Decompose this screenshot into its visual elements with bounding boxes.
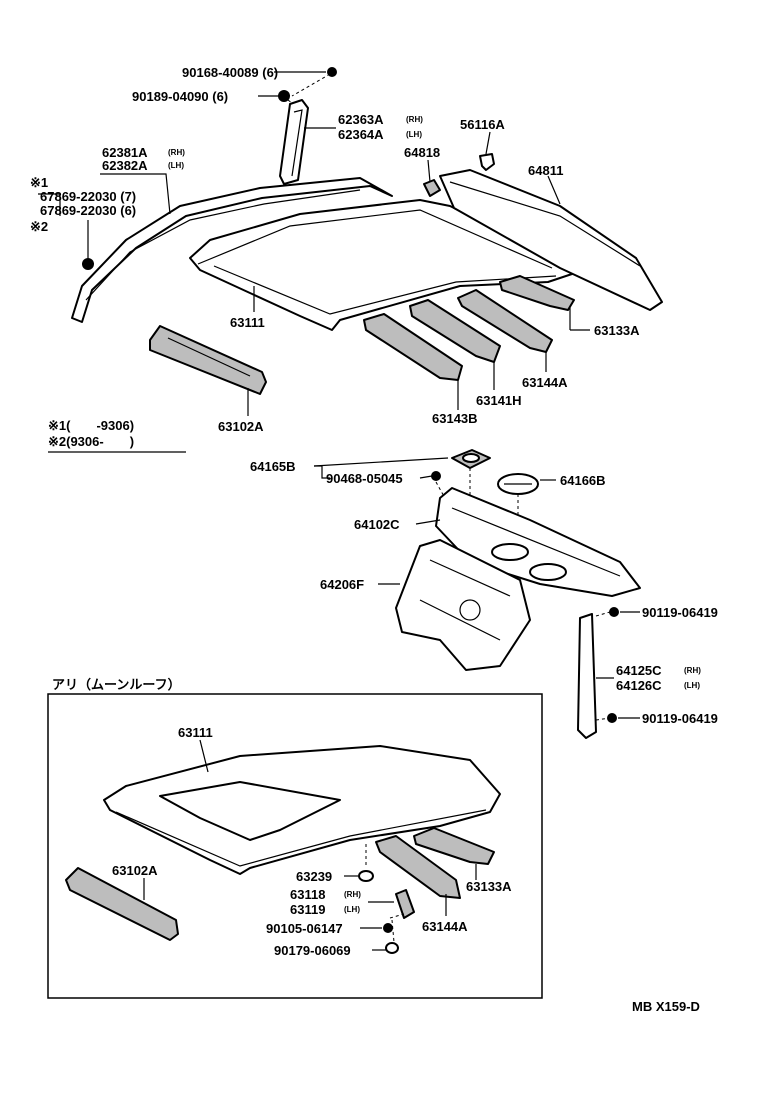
bolt-90119-upper-icon <box>609 607 619 617</box>
bolt-90105-icon <box>383 923 393 933</box>
moonroof-roof-bow-63144a <box>375 835 461 899</box>
roof-bow-63133a <box>499 275 575 311</box>
nut-90179-icon <box>385 942 399 954</box>
label-90119-a: 90119-06419 <box>642 605 718 620</box>
bolt-90119-lower-icon <box>607 713 617 723</box>
roof-side-rail-62381a <box>71 177 393 323</box>
note2-mark: ※2 <box>30 219 48 234</box>
cap-64166b <box>497 473 539 495</box>
label-moonroof-63119-side: (LH) <box>344 905 360 914</box>
label-90189: 90189-04090 (6) <box>132 89 228 104</box>
moonroof-roof-bow-63133a <box>413 827 495 865</box>
pillar-reinforcement-62363a <box>279 99 309 185</box>
label-64125c: 64125C <box>616 663 662 678</box>
grommet-63239-icon <box>358 870 374 882</box>
label-64126c: 64126C <box>616 678 662 693</box>
back-window-glass-64811 <box>439 169 663 311</box>
roof-panel-63111 <box>189 199 573 331</box>
label-63111: 63111 <box>230 315 265 330</box>
moonroof-roof-panel-63111 <box>103 745 501 875</box>
label-90119-b: 90119-06419 <box>642 711 718 726</box>
rear-panel-64206f <box>395 539 531 671</box>
label-64818: 64818 <box>404 145 440 160</box>
label-63144a: 63144A <box>522 375 568 390</box>
moonroof-windshield-header-63102a <box>65 867 179 941</box>
brace-64125c <box>577 613 597 739</box>
bolt-90168-icon <box>327 67 337 77</box>
figure-id: MB X159-D <box>632 999 700 1014</box>
clip-64818-icon <box>423 179 441 197</box>
moonroof-variant-box <box>47 693 543 999</box>
label-67869-b: 67869-22030 (6) <box>40 203 136 218</box>
label-moonroof-63118: 63118 <box>290 887 325 902</box>
legend-note1: ※1( -9306) <box>48 418 134 433</box>
label-moonroof-63239: 63239 <box>296 869 332 884</box>
legend-note2: ※2(9306- ) <box>48 434 134 449</box>
label-moonroof-90179: 90179-06069 <box>274 943 351 958</box>
label-64206f: 64206F <box>320 577 364 592</box>
clip-67869-icon <box>82 258 94 270</box>
label-64811: 64811 <box>528 163 563 178</box>
label-moonroof-90105: 90105-06147 <box>266 921 343 936</box>
label-64102c: 64102C <box>354 517 400 532</box>
label-67869-a: 67869-22030 (7) <box>40 189 136 204</box>
label-90168: 90168-40089 (6) <box>182 65 278 80</box>
label-64165b: 64165B <box>250 459 296 474</box>
label-64166b: 64166B <box>560 473 606 488</box>
label-62382a: 62382A <box>102 158 148 173</box>
label-moonroof-63118-side: (RH) <box>344 890 361 899</box>
label-moonroof-63111: 63111 <box>178 725 213 740</box>
nut-90468-icon <box>431 471 441 481</box>
label-63141h: 63141H <box>476 393 522 408</box>
label-56116a: 56116A <box>460 117 505 132</box>
label-62381a-side: (RH) <box>168 148 185 157</box>
bracket-63118-icon <box>395 889 415 919</box>
grommet-64165b <box>451 449 491 469</box>
clip-56116a-icon <box>479 153 495 171</box>
label-63102a: 63102A <box>218 419 264 434</box>
label-64126c-side: (LH) <box>684 681 700 690</box>
label-63143b: 63143B <box>432 411 478 426</box>
label-moonroof-63133a: 63133A <box>466 879 512 894</box>
windshield-header-63102a <box>149 325 267 395</box>
label-moonroof-63102a: 63102A <box>112 863 158 878</box>
note1-mark: ※1 <box>30 175 48 190</box>
package-tray-panel-64102c <box>435 487 641 597</box>
label-62364a: 62364A <box>338 127 384 142</box>
label-64125c-side: (RH) <box>684 666 701 675</box>
label-62382a-side: (LH) <box>168 161 184 170</box>
label-moonroof-63144a: 63144A <box>422 919 468 934</box>
label-63133a: 63133A <box>594 323 640 338</box>
label-62363a: 62363A <box>338 112 384 127</box>
washer-90189-icon <box>278 90 290 102</box>
label-90468: 90468-05045 <box>326 471 403 486</box>
label-62381a: 62381A <box>102 145 148 160</box>
label-62363a-side: (RH) <box>406 115 423 124</box>
moonroof-title: アリ（ムーンルーフ） <box>52 677 181 692</box>
label-62364a-side: (LH) <box>406 130 422 139</box>
label-moonroof-63119: 63119 <box>290 902 325 917</box>
